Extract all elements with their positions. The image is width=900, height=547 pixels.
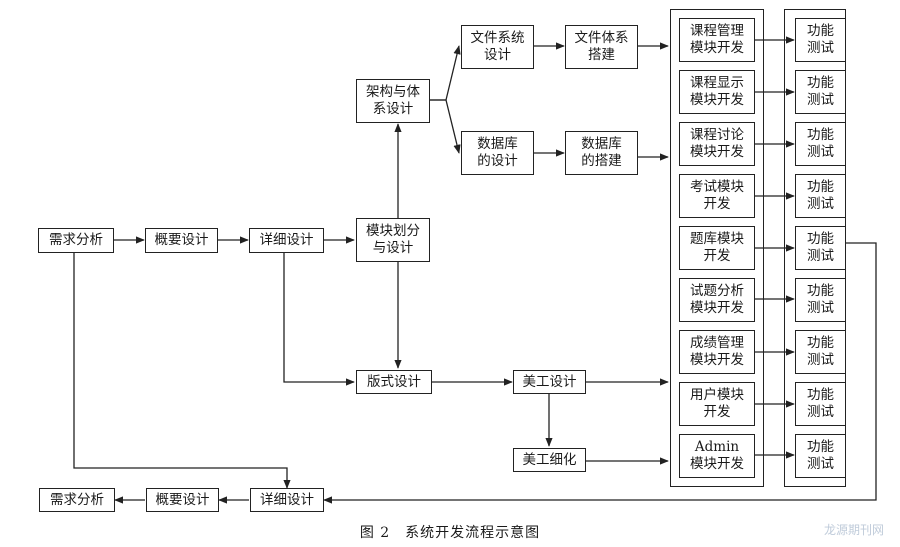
- database-design-node: 数据库 的设计: [461, 131, 534, 175]
- test-node-2: 功能 测试: [795, 70, 846, 114]
- file-system-build-node: 文件体系 搭建: [565, 25, 638, 69]
- edge-req-to-detail2: [73, 252, 291, 489]
- figure-caption: 图 2 系统开发流程示意图: [359, 525, 541, 541]
- detailed-design-node-2: 详细设计: [250, 488, 324, 512]
- module-node-question-bank: 题库模块 开发: [679, 226, 755, 270]
- test-node-5: 功能 测试: [795, 226, 846, 270]
- module-node-exam: 考试模块 开发: [679, 174, 755, 218]
- overview-design-node: 概要设计: [145, 228, 218, 253]
- test-node-9: 功能 测试: [795, 434, 846, 478]
- module-node-course-management: 课程管理 模块开发: [679, 18, 755, 62]
- detailed-design-node: 详细设计: [249, 228, 324, 253]
- test-node-8: 功能 测试: [795, 382, 846, 426]
- test-node-3: 功能 测试: [795, 122, 846, 166]
- module-dev-group: [670, 9, 764, 487]
- module-node-grade-management: 成绩管理 模块开发: [679, 330, 755, 374]
- module-node-course-discussion: 课程讨论 模块开发: [679, 122, 755, 166]
- test-node-1: 功能 测试: [795, 18, 846, 62]
- requirements-analysis-node-2: 需求分析: [39, 488, 115, 512]
- module-node-user: 用户模块 开发: [679, 382, 755, 426]
- module-design-node: 模块划分 与设计: [356, 218, 430, 262]
- art-refinement-node: 美工细化: [513, 448, 586, 472]
- watermark-logo: 龙源期刊网: [823, 523, 884, 537]
- overview-design-node-2: 概要设计: [146, 488, 219, 512]
- art-design-node: 美工设计: [513, 370, 586, 394]
- test-node-6: 功能 测试: [795, 278, 846, 322]
- edge-arch-to-fs: [430, 45, 461, 101]
- test-node-4: 功能 测试: [795, 174, 846, 218]
- requirements-analysis-node: 需求分析: [38, 228, 114, 253]
- test-node-7: 功能 测试: [795, 330, 846, 374]
- database-build-node: 数据库 的搭建: [565, 131, 638, 175]
- edge-tests-to-detail2: [323, 242, 877, 504]
- edge-arch-to-db: [430, 99, 461, 154]
- edge-detail-to-layout: [283, 252, 355, 386]
- module-node-question-analysis: 试题分析 模块开发: [679, 278, 755, 322]
- layout-design-node: 版式设计: [356, 370, 432, 394]
- module-node-admin: Admin 模块开发: [679, 434, 755, 478]
- module-node-course-display: 课程显示 模块开发: [679, 70, 755, 114]
- architecture-design-node: 架构与体 系设计: [356, 79, 430, 123]
- file-system-design-node: 文件系统 设计: [461, 25, 534, 69]
